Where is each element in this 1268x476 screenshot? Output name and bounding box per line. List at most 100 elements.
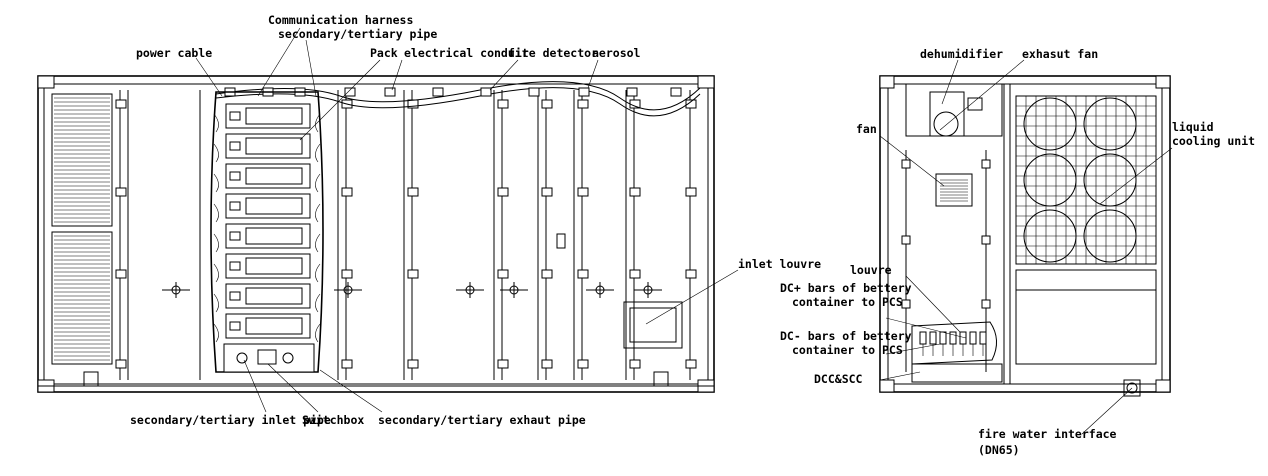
- pack-cable: [213, 203, 219, 223]
- pipe-clamp: [626, 87, 638, 97]
- post-clip: [407, 187, 419, 197]
- pack-cable: [213, 323, 219, 343]
- switchbox-unit: [223, 343, 315, 373]
- pack-cable: [315, 293, 321, 313]
- pack-cable: [315, 203, 321, 223]
- door-posts: [115, 90, 697, 380]
- label-switchbox: Switchbox: [302, 413, 364, 427]
- label-power-cable: power cable: [136, 46, 212, 60]
- cooling-fan: [1083, 97, 1137, 151]
- busbar-terminal: [929, 331, 937, 345]
- pipe-clamp: [528, 87, 540, 97]
- label-fire-detector: fire detector: [508, 46, 598, 60]
- pack-cable: [213, 293, 219, 313]
- battery-pack-label: [245, 137, 303, 155]
- leader-secondary-tertiary-exhaust-pipe: [319, 369, 383, 413]
- side-view: [879, 75, 1171, 397]
- post-bracket: [577, 359, 589, 369]
- battery-pack-label: [245, 287, 303, 305]
- louvre-hatch-lines: [54, 97, 110, 361]
- label-liquid-1: liquid: [1172, 120, 1214, 134]
- battery-pack-label: [245, 317, 303, 335]
- fan-grille: [940, 179, 968, 202]
- leader-dehumidifier: [941, 59, 959, 105]
- label-secondary-tertiary-exhaust-pipe: secondary/tertiary exhaut pipe: [378, 413, 586, 427]
- label-cooling-unit: cooling unit: [1172, 134, 1255, 148]
- side-clip: [981, 235, 991, 245]
- post-clip: [115, 187, 127, 197]
- switchbox-port-2: [282, 352, 294, 364]
- pack-cable: [213, 233, 219, 253]
- post-bracket: [115, 99, 127, 109]
- label-exhaust-fan: exhasut fan: [1022, 47, 1098, 61]
- switchbox-panel: [257, 349, 277, 365]
- dc-busbar-area: [911, 321, 1003, 383]
- battery-rack: [210, 91, 324, 373]
- pack-cable: [315, 113, 321, 133]
- label-dc-plus-2: container to PCS: [792, 295, 903, 309]
- container-inner-frame: [43, 83, 709, 385]
- label-dc-minus-1: DC- bars of bettery: [780, 329, 912, 343]
- side-corner-bl: [879, 379, 895, 393]
- leader-switchbox: [267, 363, 319, 413]
- liquid-cooling-unit: [1015, 95, 1157, 397]
- busbar-terminals: [919, 331, 987, 356]
- post-clip: [341, 269, 353, 279]
- post-bracket: [541, 99, 553, 109]
- leader-fire-detector: [489, 59, 519, 91]
- leader-aerosol: [587, 59, 599, 89]
- pipe-clamp: [384, 87, 396, 97]
- dehumidifier-unit: [905, 83, 1003, 137]
- side-clip: [901, 159, 911, 169]
- post-clip: [497, 187, 509, 197]
- post-bracket: [629, 359, 641, 369]
- post-clip: [541, 269, 553, 279]
- label-aerosol: aerosol: [592, 46, 641, 60]
- battery-pack-label: [245, 227, 303, 245]
- top-pipe-run-1: [215, 81, 701, 111]
- label-dcc-scc: DCC&SCC: [814, 372, 863, 386]
- left-louvre-panels: [51, 93, 113, 365]
- leader-pack: [299, 59, 381, 141]
- leader-exhaust-fan: [939, 59, 1025, 131]
- label-fire-water-1: fire water interface: [978, 427, 1117, 441]
- label-dehumidifier: dehumidifier: [920, 47, 1003, 61]
- label-pack: Pack: [370, 46, 398, 60]
- pipe-clamp: [480, 87, 492, 97]
- battery-pack-connector: [229, 231, 241, 241]
- cooling-fan: [1023, 153, 1077, 207]
- label-fan: fan: [856, 122, 877, 136]
- post-clip: [341, 187, 353, 197]
- post-bracket: [541, 359, 553, 369]
- pack-cable: [213, 143, 219, 163]
- busbar-terminal: [919, 331, 927, 345]
- cooling-fan: [1083, 153, 1137, 207]
- container-outer-frame: [37, 75, 715, 393]
- pack-cable: [315, 263, 321, 283]
- leader-dcc-scc: [879, 371, 921, 381]
- label-dc-minus-2: container to PCS: [792, 343, 903, 357]
- leader-louvre: [905, 275, 961, 333]
- pack-cable: [315, 143, 321, 163]
- cooling-fan: [1023, 209, 1077, 263]
- leader-dc-minus: [885, 343, 941, 355]
- cooling-lower-panel: [1015, 269, 1157, 365]
- post-clip: [497, 269, 509, 279]
- front-view: [37, 75, 715, 393]
- labels: Communication harness secondary/tertiary…: [130, 13, 1255, 457]
- pipe-clamp: [578, 87, 590, 97]
- cooling-fan: [1023, 97, 1077, 151]
- door-handles: [162, 282, 662, 298]
- battery-pack-connector: [229, 321, 241, 331]
- cooling-fan: [1083, 209, 1137, 263]
- busbar-terminal: [939, 331, 947, 345]
- inlet-louvre-grille: [629, 307, 677, 343]
- pack-cable: [315, 173, 321, 193]
- pack-cable: [315, 233, 321, 253]
- battery-pack-label: [245, 257, 303, 275]
- post-clip: [629, 187, 641, 197]
- inlet-louvre-frame: [623, 301, 683, 349]
- post-bracket: [341, 359, 353, 369]
- post-bracket: [497, 99, 509, 109]
- leader-fan: [879, 135, 945, 187]
